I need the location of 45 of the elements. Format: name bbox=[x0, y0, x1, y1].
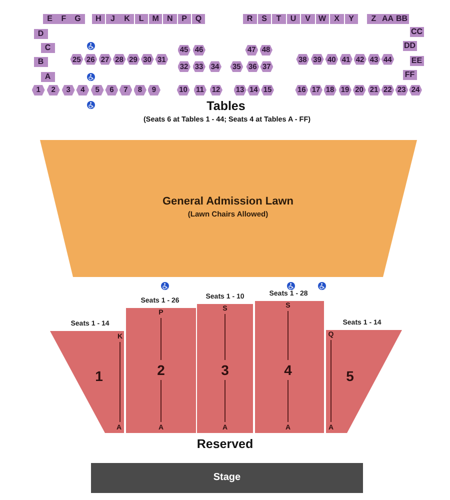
table-marker: D bbox=[34, 28, 48, 38]
table-marker: EE bbox=[410, 56, 424, 66]
table-marker: T bbox=[272, 14, 286, 24]
table-marker: G bbox=[71, 14, 84, 24]
section-number: 5 bbox=[346, 369, 354, 383]
section-number: 2 bbox=[157, 363, 165, 377]
table-marker: Z bbox=[367, 14, 380, 24]
table-marker: DD bbox=[403, 41, 416, 51]
section-number: 4 bbox=[284, 363, 292, 377]
table-marker: E bbox=[43, 14, 56, 24]
table-marker: B bbox=[34, 57, 48, 67]
table-marker: Q bbox=[192, 14, 206, 24]
seating-section bbox=[50, 318, 124, 433]
lawn-area bbox=[40, 140, 417, 277]
table-marker: FF bbox=[403, 70, 416, 80]
table-marker: K bbox=[120, 14, 134, 24]
table-marker: V bbox=[301, 14, 314, 24]
table-marker: C bbox=[41, 43, 54, 53]
table-marker: F bbox=[57, 14, 70, 24]
section-number: 3 bbox=[221, 363, 229, 377]
table-marker: X bbox=[330, 14, 344, 24]
table-marker: H bbox=[92, 14, 106, 24]
seating-section bbox=[255, 289, 324, 433]
section-number: 1 bbox=[95, 369, 103, 383]
table-marker: P bbox=[178, 14, 191, 24]
table-marker: BB bbox=[395, 14, 408, 24]
table-marker: S bbox=[258, 14, 271, 24]
table-marker: A bbox=[41, 72, 54, 82]
table-marker: R bbox=[243, 14, 256, 24]
area-heading: Reserved bbox=[196, 438, 254, 450]
seating-section bbox=[126, 296, 196, 433]
table-marker: L bbox=[134, 14, 148, 24]
table-marker: Y bbox=[344, 14, 358, 24]
area-heading: Tables bbox=[206, 100, 246, 112]
table-marker: J bbox=[106, 14, 120, 24]
seating-section bbox=[326, 317, 402, 433]
area-title: General Admission Lawn bbox=[162, 196, 294, 208]
table-marker: N bbox=[163, 14, 177, 24]
table-marker: W bbox=[316, 14, 329, 24]
table-marker: AA bbox=[381, 14, 394, 24]
seating-section bbox=[197, 291, 253, 433]
stage: Stage bbox=[91, 463, 363, 493]
table-marker: M bbox=[148, 14, 162, 24]
table-marker: U bbox=[286, 14, 300, 24]
table-marker: CC bbox=[410, 27, 424, 37]
